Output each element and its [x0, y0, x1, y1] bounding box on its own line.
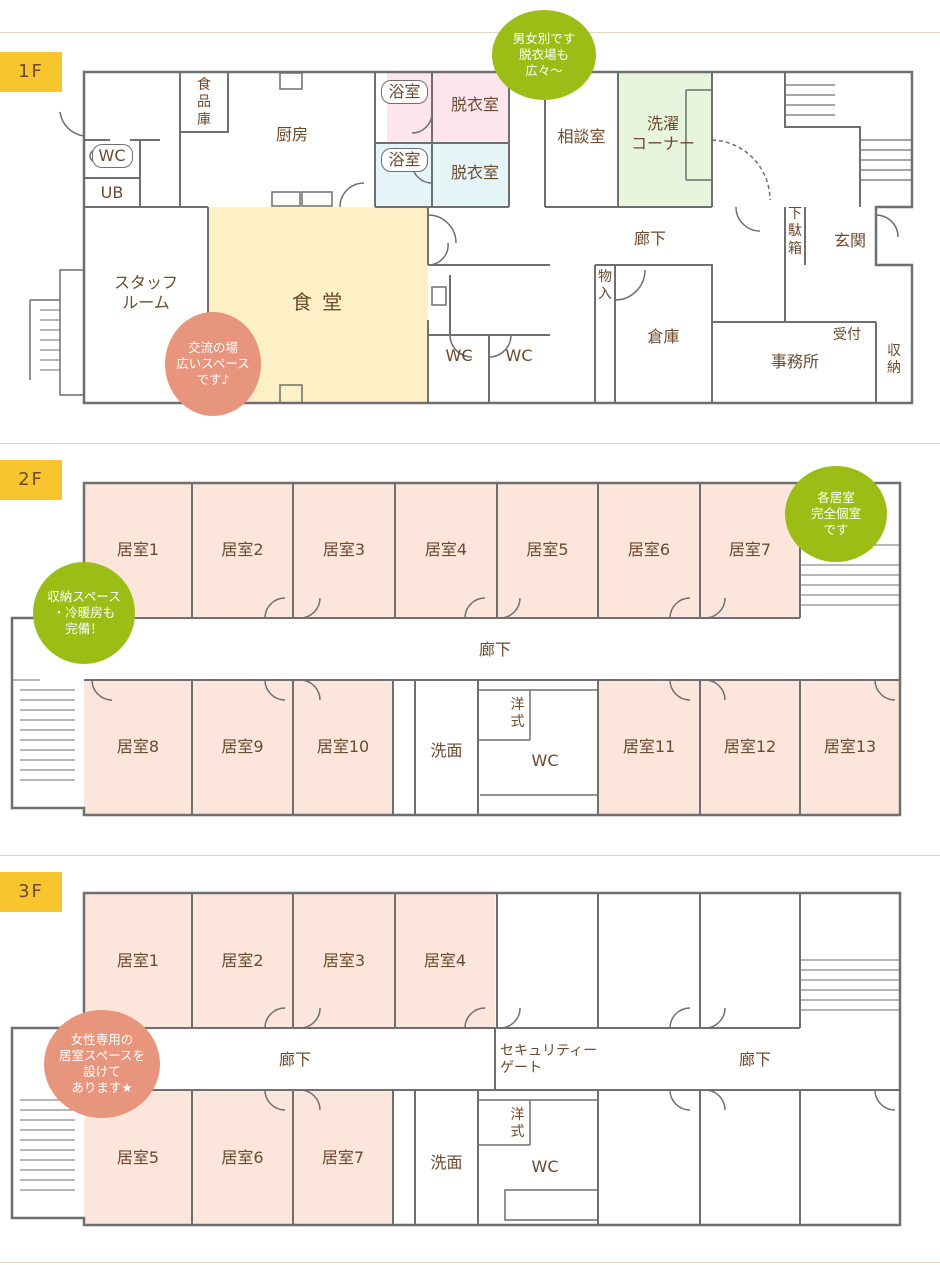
resident-room-label: 居室3 — [322, 951, 366, 970]
western-toilet-3f-label: 洋 式 — [510, 1106, 525, 1141]
dining-label: 食 堂 — [291, 289, 345, 314]
resident-room-label: 居室6 — [221, 1148, 264, 1167]
corridor-3f-right-label: 廊下 — [738, 1050, 771, 1069]
wc-a-label: WC — [445, 346, 473, 365]
corridor-2f-label: 廊下 — [478, 640, 511, 659]
wc-3f-label: WC — [531, 1157, 559, 1176]
corridor-1f-label: 廊下 — [633, 229, 666, 248]
divider-top — [0, 32, 940, 33]
resident-room-label: 居室3 — [322, 540, 366, 559]
storage-note-bubble: 収納スペース ・冷暖房も 完備！ — [33, 562, 135, 664]
laundry-label: 洗濯 コーナー — [630, 114, 695, 153]
divider-1f-2f — [0, 443, 940, 444]
shoe-box-label: 下 駄 箱 — [788, 205, 802, 257]
divider-2f-3f — [0, 855, 940, 856]
resident-room-label: 居室13 — [823, 737, 877, 756]
resident-room-label: 居室10 — [316, 737, 370, 756]
resident-room-label: 居室5 — [526, 540, 569, 559]
wc-2f-label: WC — [531, 751, 559, 770]
private-room-note-bubble: 各居室 完全個室 です — [785, 466, 887, 562]
closet-label: 収 納 — [887, 342, 901, 377]
resident-room-label: 居室5 — [116, 1148, 160, 1167]
kitchen-label: 厨房 — [275, 125, 308, 144]
resident-room-label: 居室7 — [321, 1148, 365, 1167]
divider-bottom — [0, 1262, 940, 1263]
dressing-note-bubble: 男女別です 脱衣場も 広々〜 — [492, 10, 596, 100]
warehouse-label: 倉庫 — [647, 327, 680, 346]
resident-room-label: 居室2 — [221, 951, 264, 970]
resident-room-label: 居室2 — [221, 540, 264, 559]
wc-top-label: WC — [84, 142, 140, 170]
bath-a-label: 浴室 — [377, 78, 432, 106]
bath-b-label: 浴室 — [377, 146, 432, 174]
consult-room-label: 相談室 — [557, 127, 606, 146]
resident-room-label: 居室11 — [622, 737, 676, 756]
resident-room-label: 居室9 — [221, 737, 264, 756]
resident-room-label: 居室8 — [116, 737, 160, 756]
pantry-label: 食 品 庫 — [197, 76, 211, 128]
dressing-a-label: 脱衣室 — [450, 95, 499, 114]
resident-room-label: 居室4 — [423, 951, 467, 970]
reception-label: 受付 — [833, 327, 861, 344]
staff-room-label: スタッフ ルーム — [113, 273, 178, 312]
corridor-3f-left-label: 廊下 — [278, 1050, 311, 1069]
washroom-3f-label: 洗面 — [430, 1153, 463, 1172]
resident-room-label: 居室6 — [627, 540, 671, 559]
ub-label: UB — [100, 182, 124, 202]
resident-room-label: 居室1 — [116, 540, 160, 559]
storage-small-label: 物 入 — [598, 268, 612, 303]
entrance-label: 玄関 — [833, 231, 866, 250]
dining-note-bubble: 交流の場 広いスペース です♪ — [165, 312, 261, 416]
resident-room-label: 居室7 — [728, 540, 772, 559]
security-gate-label: セキュリティー ゲート — [500, 1042, 598, 1077]
western-toilet-2f-label: 洋 式 — [510, 696, 525, 731]
women-only-note-bubble: 女性専用の 居室スペースを 設けて あります★ — [44, 1010, 160, 1118]
floor2-tag: 2F — [0, 460, 62, 500]
dressing-b-label: 脱衣室 — [450, 163, 499, 182]
floor3-tag: 3F — [0, 872, 62, 912]
floor3-plan — [10, 891, 902, 1227]
floor1-tag: 1F — [0, 52, 62, 92]
wc-b-label: WC — [505, 346, 533, 365]
washroom-2f-label: 洗面 — [430, 741, 463, 760]
resident-room-label: 居室4 — [424, 540, 468, 559]
resident-room-label: 居室12 — [723, 737, 777, 756]
resident-room-label: 居室1 — [116, 951, 160, 970]
office-label: 事務所 — [770, 352, 819, 371]
